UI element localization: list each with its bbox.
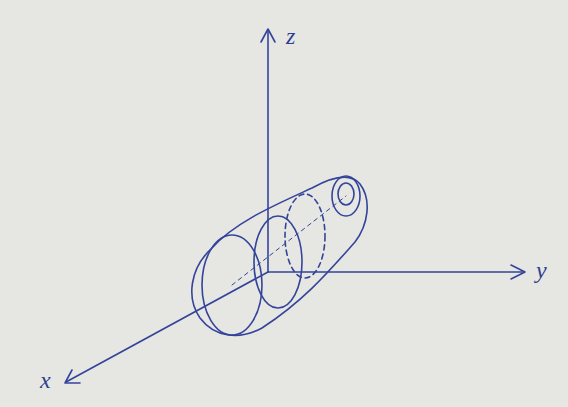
x-axis [66,272,268,382]
section-ellipse [254,216,302,308]
axis-label: y [536,258,547,282]
y-axis [268,271,524,273]
x-arrowhead [65,370,80,383]
cap-ellipse [338,183,354,205]
barrel-outline [192,177,367,335]
z-axis [267,30,269,272]
axis-label: z [286,24,295,48]
y-arrowhead [511,265,525,279]
hidden-axis [232,196,346,285]
axis-label: x [40,368,51,392]
z-arrowhead [261,29,275,42]
section-ellipse [285,194,325,278]
